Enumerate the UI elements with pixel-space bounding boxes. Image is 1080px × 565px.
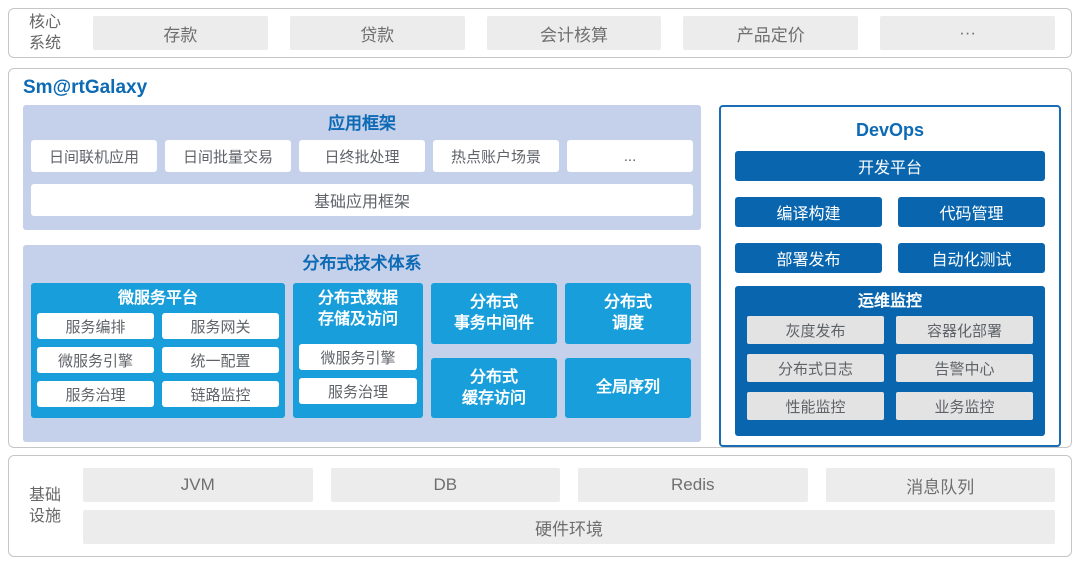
infrastructure-content: JVM DB Redis 消息队列 硬件环境 (83, 468, 1055, 544)
storage-service-governance: 服务治理 (299, 378, 417, 404)
unified-config: 统一配置 (162, 347, 279, 373)
smartgalaxy-panel: Sm@rtGalaxy 应用框架 日间联机应用 日间批量交易 日终批处理 热点账… (8, 68, 1072, 448)
app-framework-title: 应用框架 (328, 114, 396, 133)
infra-jvm: JVM (83, 468, 313, 502)
core-system-deposits: 存款 (93, 16, 268, 50)
core-system-loans: 贷款 (289, 16, 465, 50)
containerized-deployment: 容器化部署 (896, 316, 1033, 344)
alert-center: 告警中心 (896, 354, 1033, 382)
app-online: 日间联机应用 (31, 140, 157, 172)
infrastructure-row: JVM DB Redis 消息队列 (83, 468, 1055, 502)
service-gateway: 服务网关 (162, 313, 279, 339)
app-eod-batch: 日终批处理 (299, 140, 425, 172)
compile-build: 编译构建 (735, 197, 882, 227)
code-management: 代码管理 (898, 197, 1045, 227)
app-framework-row: 日间联机应用 日间批量交易 日终批处理 热点账户场景 ... (31, 140, 693, 172)
distributed-cache-access: 分布式 缓存访问 (431, 357, 557, 418)
core-system-more: ··· (880, 16, 1055, 50)
core-system-pricing: 产品定价 (683, 16, 859, 50)
distributed-logging: 分布式日志 (747, 354, 884, 382)
hardware-environment: 硬件环境 (83, 510, 1055, 544)
infrastructure-label-line1: 基础 (28, 487, 61, 504)
app-more: ... (567, 140, 693, 172)
business-monitoring: 业务监控 (896, 392, 1033, 420)
distributed-col-4: 分布式 调度 全局序列 (565, 283, 691, 418)
microservice-engine: 微服务引擎 (37, 347, 154, 373)
infra-message-queue: 消息队列 (825, 468, 1055, 502)
core-system-accounting: 会计核算 (486, 16, 662, 50)
platform-body: 应用框架 日间联机应用 日间批量交易 日终批处理 热点账户场景 ... 基础应用… (23, 105, 1061, 447)
storage-microservice-engine: 微服务引擎 (299, 344, 417, 370)
distributed-col-3: 分布式 事务中间件 分布式 缓存访问 (431, 283, 557, 418)
devops-title: DevOps (855, 120, 925, 140)
core-systems-label-line2: 系统 (28, 35, 61, 52)
microservice-platform-panel: 微服务平台 服务编排 服务网关 微服务引擎 统一配置 服务治理 链路监控 (31, 283, 285, 418)
devops-tool-row-2: 部署发布 自动化测试 (735, 243, 1045, 273)
performance-monitoring: 性能监控 (747, 392, 884, 420)
gray-release: 灰度发布 (747, 316, 884, 344)
service-orchestration: 服务编排 (37, 313, 154, 339)
distributed-storage-title: 分布式数据 存储及访问 (317, 290, 398, 328)
global-sequence: 全局序列 (565, 357, 691, 418)
distributed-transaction-middleware: 分布式 事务中间件 (431, 283, 557, 344)
trace-monitoring: 链路监控 (162, 381, 279, 407)
core-systems-bar: 核心 系统 存款 贷款 会计核算 产品定价 ··· (8, 8, 1072, 58)
infrastructure-label-line2: 设施 (28, 508, 61, 525)
dev-platform: 开发平台 (735, 151, 1045, 181)
infrastructure-label: 基础 设施 (19, 485, 71, 527)
infra-redis: Redis (578, 468, 808, 502)
distributed-title: 分布式技术体系 (302, 254, 422, 273)
distributed-storage-panel: 分布式数据 存储及访问 微服务引擎 服务治理 (293, 283, 423, 418)
infrastructure-bar: 基础 设施 JVM DB Redis 消息队列 硬件环境 (8, 455, 1072, 557)
core-systems-label: 核心 系统 (19, 12, 71, 54)
distributed-grid: 微服务平台 服务编排 服务网关 微服务引擎 统一配置 服务治理 链路监控 (31, 283, 693, 418)
ops-monitoring-grid: 灰度发布 容器化部署 分布式日志 告警中心 性能监控 业务监控 (747, 316, 1033, 420)
platform-title: Sm@rtGalaxy (23, 77, 148, 98)
ops-monitoring-panel: 运维监控 灰度发布 容器化部署 分布式日志 告警中心 性能监控 业务监控 (735, 286, 1045, 436)
platform-left-column: 应用框架 日间联机应用 日间批量交易 日终批处理 热点账户场景 ... 基础应用… (23, 105, 701, 447)
app-hot-account: 热点账户场景 (433, 140, 559, 172)
app-framework-section: 应用框架 日间联机应用 日间批量交易 日终批处理 热点账户场景 ... 基础应用… (23, 105, 701, 230)
devops-tool-row-1: 编译构建 代码管理 (735, 197, 1045, 227)
microservice-platform-title: 微服务平台 (117, 290, 198, 307)
automated-testing: 自动化测试 (898, 243, 1045, 273)
distributed-scheduling: 分布式 调度 (565, 283, 691, 344)
core-systems-label-line1: 核心 (28, 14, 61, 31)
ops-monitoring-title: 运维监控 (857, 293, 922, 310)
devops-panel: DevOps 开发平台 编译构建 代码管理 部署发布 自动化测试 运维监控 灰度… (719, 105, 1061, 447)
deploy-release: 部署发布 (735, 243, 882, 273)
service-governance: 服务治理 (37, 381, 154, 407)
distributed-section: 分布式技术体系 微服务平台 服务编排 服务网关 微服务引擎 统一配置 服务治理 … (23, 245, 701, 442)
app-batch-trading: 日间批量交易 (165, 140, 291, 172)
base-app-framework: 基础应用框架 (31, 184, 693, 216)
infra-db: DB (330, 468, 560, 502)
microservice-grid: 服务编排 服务网关 微服务引擎 统一配置 服务治理 链路监控 (37, 313, 279, 407)
